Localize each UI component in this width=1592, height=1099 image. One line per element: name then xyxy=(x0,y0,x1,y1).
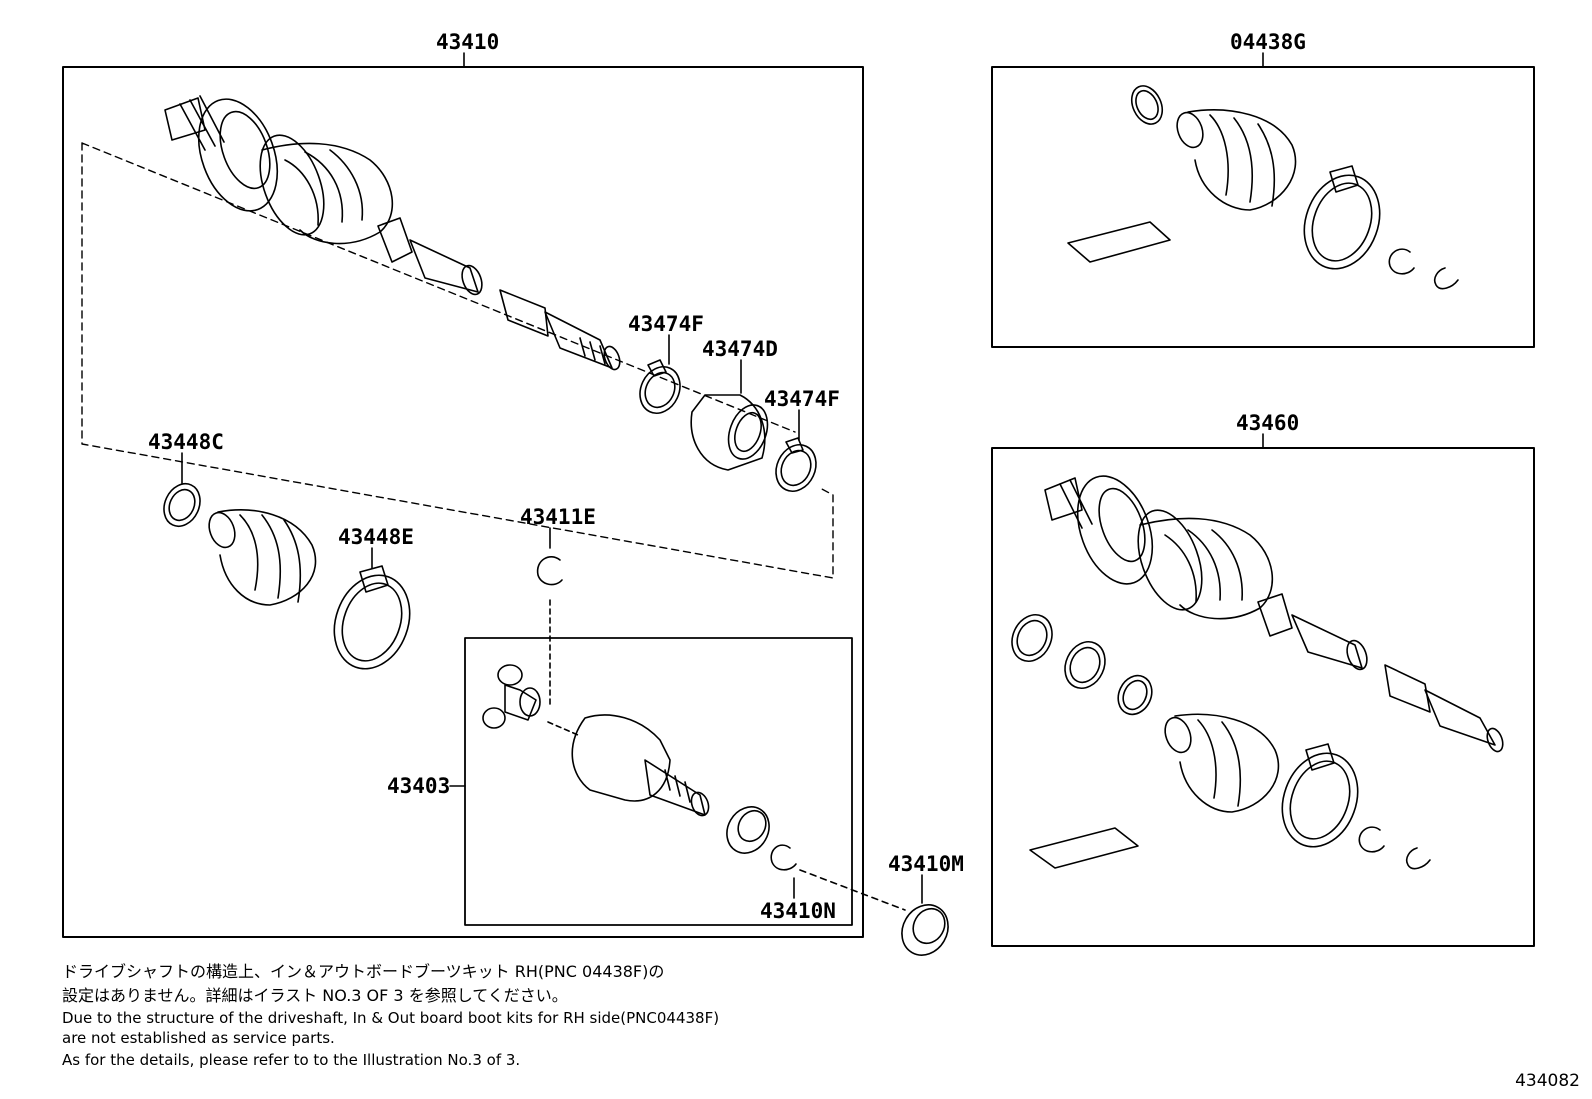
clamp-set-icon xyxy=(1011,614,1153,716)
label-43474D: 43474D xyxy=(702,337,778,361)
assembly-box-43410 xyxy=(62,66,864,938)
dust-seal-43410M-icon xyxy=(901,904,949,956)
dashed-group-outline xyxy=(81,142,834,579)
inboard-boot-43474D-icon xyxy=(690,394,769,471)
label-43448E: 43448E xyxy=(338,525,414,549)
note-jp-line2: 設定はありません。詳細はイラスト NO.3 OF 3 を参照してください。 xyxy=(62,986,568,1005)
note-jp-line1: ドライブシャフトの構造上、イン＆アウトボードブーツキット RH(PNC 0443… xyxy=(62,962,665,981)
illustration-id: 434082 xyxy=(1515,1071,1580,1091)
note-en-line2: are not established as service parts. xyxy=(62,1029,335,1047)
driveshaft-assembly-icon xyxy=(164,95,621,371)
tripod-joint-icon xyxy=(482,664,541,729)
driveshaft-box-43460 xyxy=(991,447,1535,947)
label-43474F-a: 43474F xyxy=(628,312,704,336)
note-en-line1: Due to the structure of the driveshaft, … xyxy=(62,1009,720,1027)
label-43410: 43410 xyxy=(436,30,499,54)
boot-band-43448E-icon xyxy=(333,565,411,670)
label-43410M: 43410M xyxy=(888,852,964,876)
label-43410N: 43410N xyxy=(760,899,836,923)
subassembly-box-43403 xyxy=(464,637,853,926)
snap-ring-43410N-icon xyxy=(770,844,797,871)
snap-ring-43411E-icon xyxy=(536,556,563,586)
label-43411E: 43411E xyxy=(520,505,596,529)
label-43403: 43403 xyxy=(387,774,450,798)
outboard-boot-icon xyxy=(208,509,317,606)
boot-clamp-43474F-icon xyxy=(639,359,681,414)
note-en-line3: As for the details, please refer to to t… xyxy=(62,1051,521,1069)
oil-seal-icon xyxy=(726,806,770,854)
boot-clamp-43448C-icon xyxy=(163,483,201,527)
boot-kit-43460-parts-icon xyxy=(1029,713,1431,870)
inboard-joint-housing-icon xyxy=(571,714,710,817)
label-43474F-b: 43474F xyxy=(764,387,840,411)
label-43448C: 43448C xyxy=(148,430,224,454)
label-04438G: 04438G xyxy=(1230,30,1306,54)
boot-clamp-43474F-b-icon xyxy=(775,437,817,492)
label-43460: 43460 xyxy=(1236,411,1299,435)
boot-kit-parts-icon xyxy=(1067,85,1459,290)
driveshaft-43460-icon xyxy=(1044,475,1504,753)
